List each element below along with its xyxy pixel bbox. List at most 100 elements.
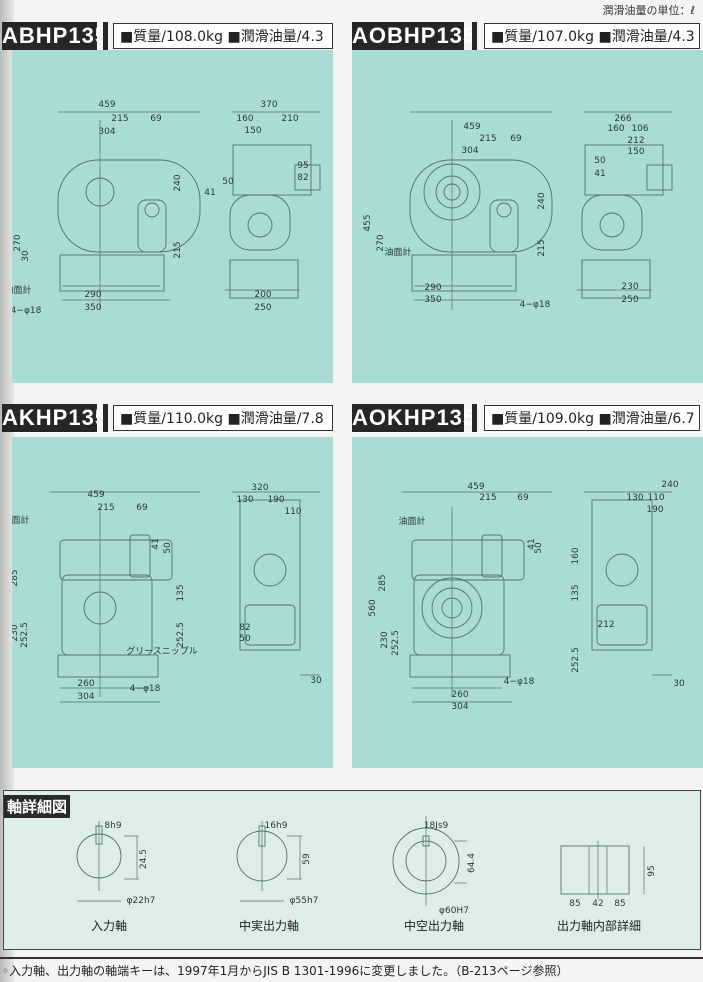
- dimension-label: 69: [136, 503, 148, 513]
- housing-outline: [481, 534, 503, 578]
- dimension-drawing: 45921569油面計4150285560230252.5135252.5グリー…: [12, 483, 322, 703]
- dimension-label: 459: [463, 122, 480, 132]
- housing-outline: [129, 534, 151, 578]
- dimension-drawing: 4592156930445527030240215油面計4−φ182903503…: [12, 100, 321, 316]
- dimension-label: 304: [77, 692, 94, 702]
- dimension-label: 18Js9: [424, 821, 449, 831]
- dimension-label: 266: [614, 114, 631, 124]
- shaft-drawings: 8h924.5φ22h716h959φ55h764.418Js9φ60H7958…: [76, 816, 657, 916]
- dimension-label: 200: [254, 290, 271, 300]
- housing-outline: [229, 259, 299, 299]
- dimension-label: 130: [236, 495, 253, 505]
- dimension-label: φ60H7: [439, 906, 469, 916]
- dimension-label: 油面計: [12, 514, 30, 526]
- dimension-label: 285: [378, 574, 388, 591]
- housing-outline: [422, 835, 430, 847]
- dimension-label: 350: [424, 295, 441, 305]
- dimension-label: 250: [254, 303, 271, 313]
- dimension-label: 240: [661, 480, 678, 490]
- spec-box: ■質量/109.0kg ■潤滑油量/6.7: [484, 405, 700, 431]
- dimension-label: 459: [87, 490, 104, 500]
- dimension-label: 130: [626, 493, 643, 503]
- dimension-label: 215: [479, 134, 496, 144]
- header-divider: [472, 404, 477, 432]
- dimension-label: 8h9: [104, 821, 121, 831]
- dimension-label: 290: [424, 283, 441, 293]
- dimension-label: 215: [537, 239, 547, 256]
- spec-box: ■質量/110.0kg ■潤滑油量/7.8: [113, 405, 333, 431]
- dimension-label: 190: [267, 495, 284, 505]
- dimension-label: 50: [222, 177, 234, 187]
- dimension-label: 459: [467, 482, 484, 492]
- dimension-label: 240: [537, 192, 547, 209]
- dimension-label: 4−φ18: [520, 300, 551, 310]
- housing-outline: [294, 164, 321, 191]
- dimension-label: 106: [631, 124, 648, 134]
- spec-box: ■質量/107.0kg ■潤滑油量/4.3: [484, 23, 700, 49]
- dimension-label: φ22h7: [127, 896, 156, 906]
- dimension-label: 260: [77, 679, 94, 689]
- housing-outline: [489, 199, 519, 253]
- dimension-label: 210: [281, 114, 298, 124]
- model-label-aokhp135: AOKHP135: [352, 404, 477, 432]
- dimension-label: 110: [647, 493, 664, 503]
- dimension-label: 4−φ18: [130, 684, 161, 694]
- dimension-label: 4−φ18: [12, 306, 42, 316]
- dimension-label: 215: [173, 241, 183, 258]
- input-flange: [144, 202, 160, 218]
- dimension-label: φ55h7: [290, 896, 319, 906]
- page-edge-shadow: [0, 0, 14, 982]
- dimension-label: 110: [284, 507, 301, 517]
- dimension-label: 41: [594, 169, 605, 179]
- dimension-label: 85: [569, 899, 580, 909]
- dimension-label: 215: [479, 493, 496, 503]
- mass: ■質量/110.0kg: [120, 411, 224, 427]
- mass: ■質量/107.0kg: [491, 29, 595, 45]
- dimension-label: 69: [517, 493, 529, 503]
- oil-volume: ■潤滑油量/7.8: [227, 411, 324, 427]
- dimension-label: 42: [592, 899, 603, 909]
- dimension-label: 30: [673, 679, 685, 689]
- dimension-label: 41: [151, 538, 161, 549]
- dimension-label: 230: [621, 282, 638, 292]
- housing-outline: [61, 574, 153, 656]
- dimension-label: 50: [239, 634, 251, 644]
- dimension-label: 240: [173, 174, 183, 191]
- dimension-label: グリースニップル: [126, 645, 198, 657]
- dimension-label: 50: [534, 542, 544, 554]
- model-label-abhp135: ABHP135: [2, 22, 109, 50]
- dimension-label: 215: [97, 503, 114, 513]
- dimension-label: 215: [111, 114, 128, 124]
- housing-outline: [411, 254, 517, 292]
- dimension-label: 59: [302, 853, 312, 865]
- housing-outline: [239, 499, 301, 651]
- spec-box: ■質量/108.0kg ■潤滑油量/4.3: [113, 23, 333, 49]
- dimension-label: 4−φ18: [504, 677, 535, 687]
- model-label-aobhp135: AOBHP135: [352, 22, 477, 50]
- dimension-label: 150: [627, 147, 644, 157]
- dimension-label: 560: [12, 594, 13, 611]
- side-flange: [253, 553, 287, 587]
- divider: [0, 957, 703, 959]
- footer-note: ◦入力軸、出力軸の軸端キーは、1997年1月からJIS B 1301-1996に…: [2, 964, 569, 978]
- housing-outline: [409, 654, 511, 678]
- dimension-label: 270: [376, 234, 386, 251]
- dimension-label: 320: [251, 483, 268, 493]
- side-flange: [599, 212, 625, 238]
- dimension-label: 69: [510, 134, 522, 144]
- drawing-panel-abhp135: 4592156930445527030240215油面計4−φ182903503…: [12, 50, 333, 383]
- dimension-label: 150: [244, 126, 261, 136]
- housing-outline: [59, 254, 165, 292]
- housing-outline: [229, 194, 291, 251]
- dimension-label: 41: [527, 538, 537, 549]
- housing-outline: [591, 499, 653, 651]
- oil-volume: ■潤滑油量/6.7: [598, 411, 695, 427]
- dimension-label: 350: [84, 303, 101, 313]
- housing-outline: [57, 654, 159, 678]
- housing-outline: [409, 159, 553, 253]
- dimension-label: 160: [571, 547, 581, 564]
- housing-outline: [95, 825, 103, 845]
